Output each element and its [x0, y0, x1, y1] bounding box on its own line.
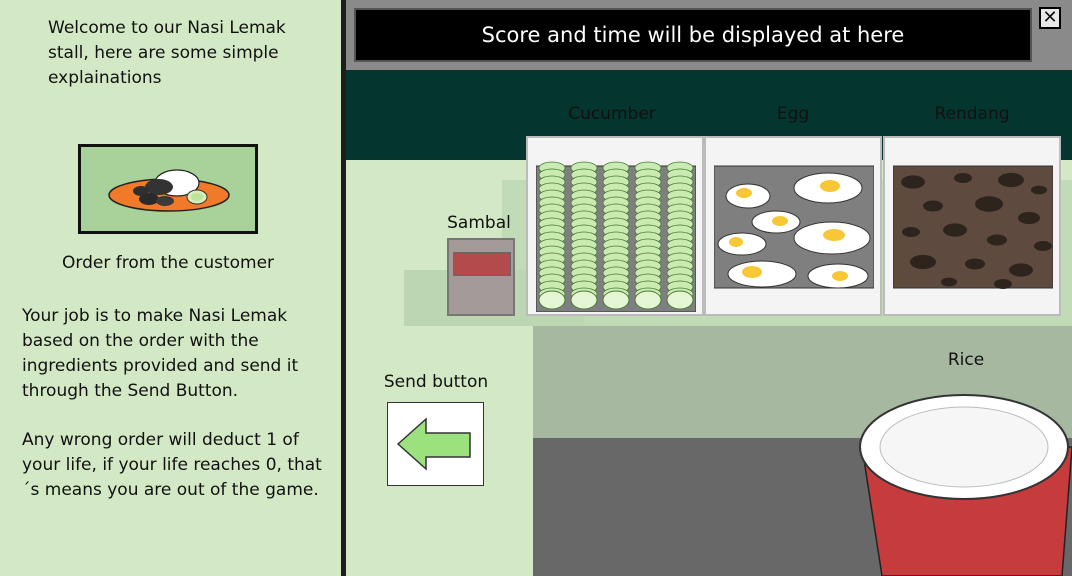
cucumber-label: Cucumber: [568, 104, 656, 124]
rendang-chunk: [987, 234, 1007, 246]
egg-label: Egg: [776, 104, 810, 124]
rendang-chunk: [998, 172, 1024, 188]
panel-divider: [341, 0, 346, 576]
rendang-chunk: [910, 254, 936, 270]
rendang-beef-icon: [893, 165, 1053, 289]
send-button-label: Send button: [383, 372, 489, 392]
sambal-container[interactable]: [447, 238, 515, 316]
sambal-label: Sambal: [447, 213, 511, 233]
rendang-label: Rendang: [934, 104, 1010, 124]
rendang-chunk: [965, 258, 985, 270]
send-button[interactable]: [387, 402, 484, 486]
game-area: Score and time will be displayed at here…: [346, 0, 1072, 576]
rendang-chunk: [1009, 263, 1033, 277]
rice-label: Rice: [947, 350, 985, 370]
rendang-chunk: [1031, 185, 1047, 195]
nasi-lemak-plate-icon: [108, 169, 230, 212]
rendang-chunk: [941, 277, 957, 287]
hud-bar: Score and time will be displayed at here…: [346, 0, 1072, 70]
rendang-chunk: [902, 227, 920, 237]
cucumber-slice: [570, 290, 598, 310]
rendang-chunk: [923, 200, 943, 212]
rendang-chunk: [1018, 211, 1040, 225]
rice-cup-icon: [859, 394, 1072, 576]
sambal-sauce: [453, 252, 511, 276]
rendang-chunk: [943, 223, 967, 237]
wrong-order-rule: Any wrong order will deduct 1 of your li…: [22, 430, 322, 500]
rendang-chunk: [1034, 241, 1052, 251]
cucumber-slice: [538, 290, 566, 310]
order-preview: [78, 144, 258, 234]
order-caption: Order from the customer: [62, 253, 275, 273]
cucumber-slice: [634, 290, 662, 310]
rendang-chunk: [994, 279, 1012, 289]
cucumber-tray[interactable]: [526, 136, 704, 316]
job-description: Your job is to make Nasi Lemak based on …: [22, 306, 299, 401]
egg-tray[interactable]: [704, 136, 882, 316]
left-arrow-icon: [396, 417, 471, 471]
rendang-tray[interactable]: [883, 136, 1061, 316]
cucumber-slice: [602, 290, 630, 310]
rendang-chunk: [901, 175, 925, 189]
fried-eggs-icon: [714, 165, 874, 289]
rendang-chunk: [975, 196, 1003, 212]
close-button[interactable]: ✕: [1039, 7, 1061, 29]
instruction-panel: Welcome to our Nasi Lemak stall, here ar…: [0, 0, 341, 576]
welcome-text: Welcome to our Nasi Lemak stall, here ar…: [48, 18, 286, 88]
cucumber-slice: [666, 290, 694, 310]
cucumber-slices-icon: [536, 161, 696, 312]
score-time-display: Score and time will be displayed at here: [354, 8, 1032, 62]
rendang-chunk: [954, 173, 972, 183]
rice-cup[interactable]: [856, 385, 1072, 576]
